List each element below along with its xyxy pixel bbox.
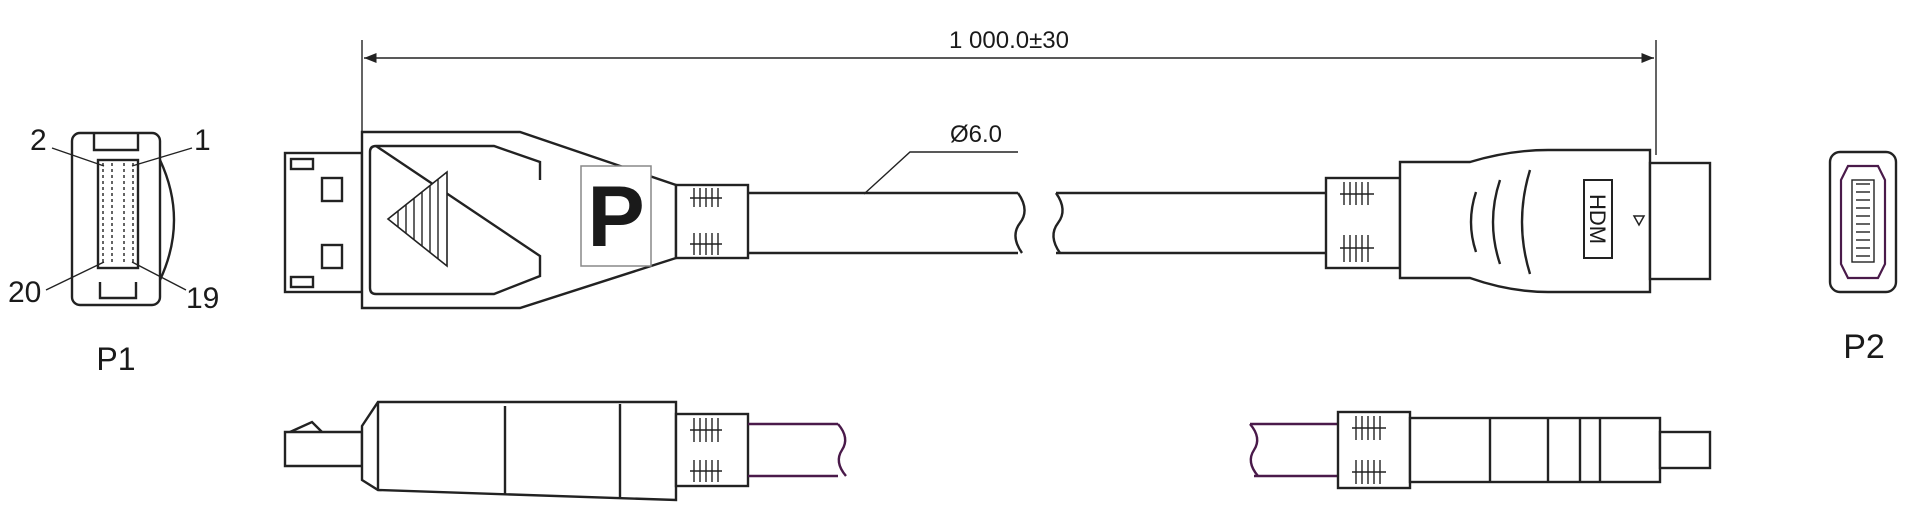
length-dimension-label: 1 000.0±30 <box>949 27 1069 54</box>
p1-label: P1 <box>96 341 135 377</box>
p1-end-view: 2 1 20 19 P1 <box>8 124 219 377</box>
hdmi-orientation-arrow-icon <box>1632 215 1646 227</box>
hdmi-plug-top: HDM <box>1398 148 1712 294</box>
p1-pin-2-label: 2 <box>30 124 47 157</box>
displayport-logo-icon: P <box>580 165 652 267</box>
p2-label: P2 <box>1843 328 1885 366</box>
length-dimension: 1 000.0±30 <box>361 27 1657 155</box>
hdmi-plug-side <box>1336 410 1712 490</box>
hdmi-strain-relief-top <box>1324 176 1402 270</box>
cable-top-view: Ø6.0 <box>748 121 1326 255</box>
p1-contact-rows <box>102 163 134 265</box>
displayport-logo-letter: P <box>587 169 644 265</box>
cable-diameter-label: Ø6.0 <box>950 121 1002 148</box>
displayport-plug-side <box>283 400 750 502</box>
triangle-hatch-icon <box>386 170 448 268</box>
cable-side-view-right <box>1249 422 1338 478</box>
p1-pin-19-label: 19 <box>186 282 219 315</box>
hdmi-logo-text: HDM <box>1585 194 1610 244</box>
p2-end-view: P2 <box>1828 150 1898 366</box>
p1-pin-20-label: 20 <box>8 276 41 309</box>
p1-pin-1-label: 1 <box>194 124 211 157</box>
hdmi-logo-icon: HDM <box>1583 179 1613 259</box>
displayport-plug-top: P <box>283 130 678 310</box>
dp-strain-relief-top <box>674 183 750 260</box>
cable-side-view-left <box>748 422 847 478</box>
